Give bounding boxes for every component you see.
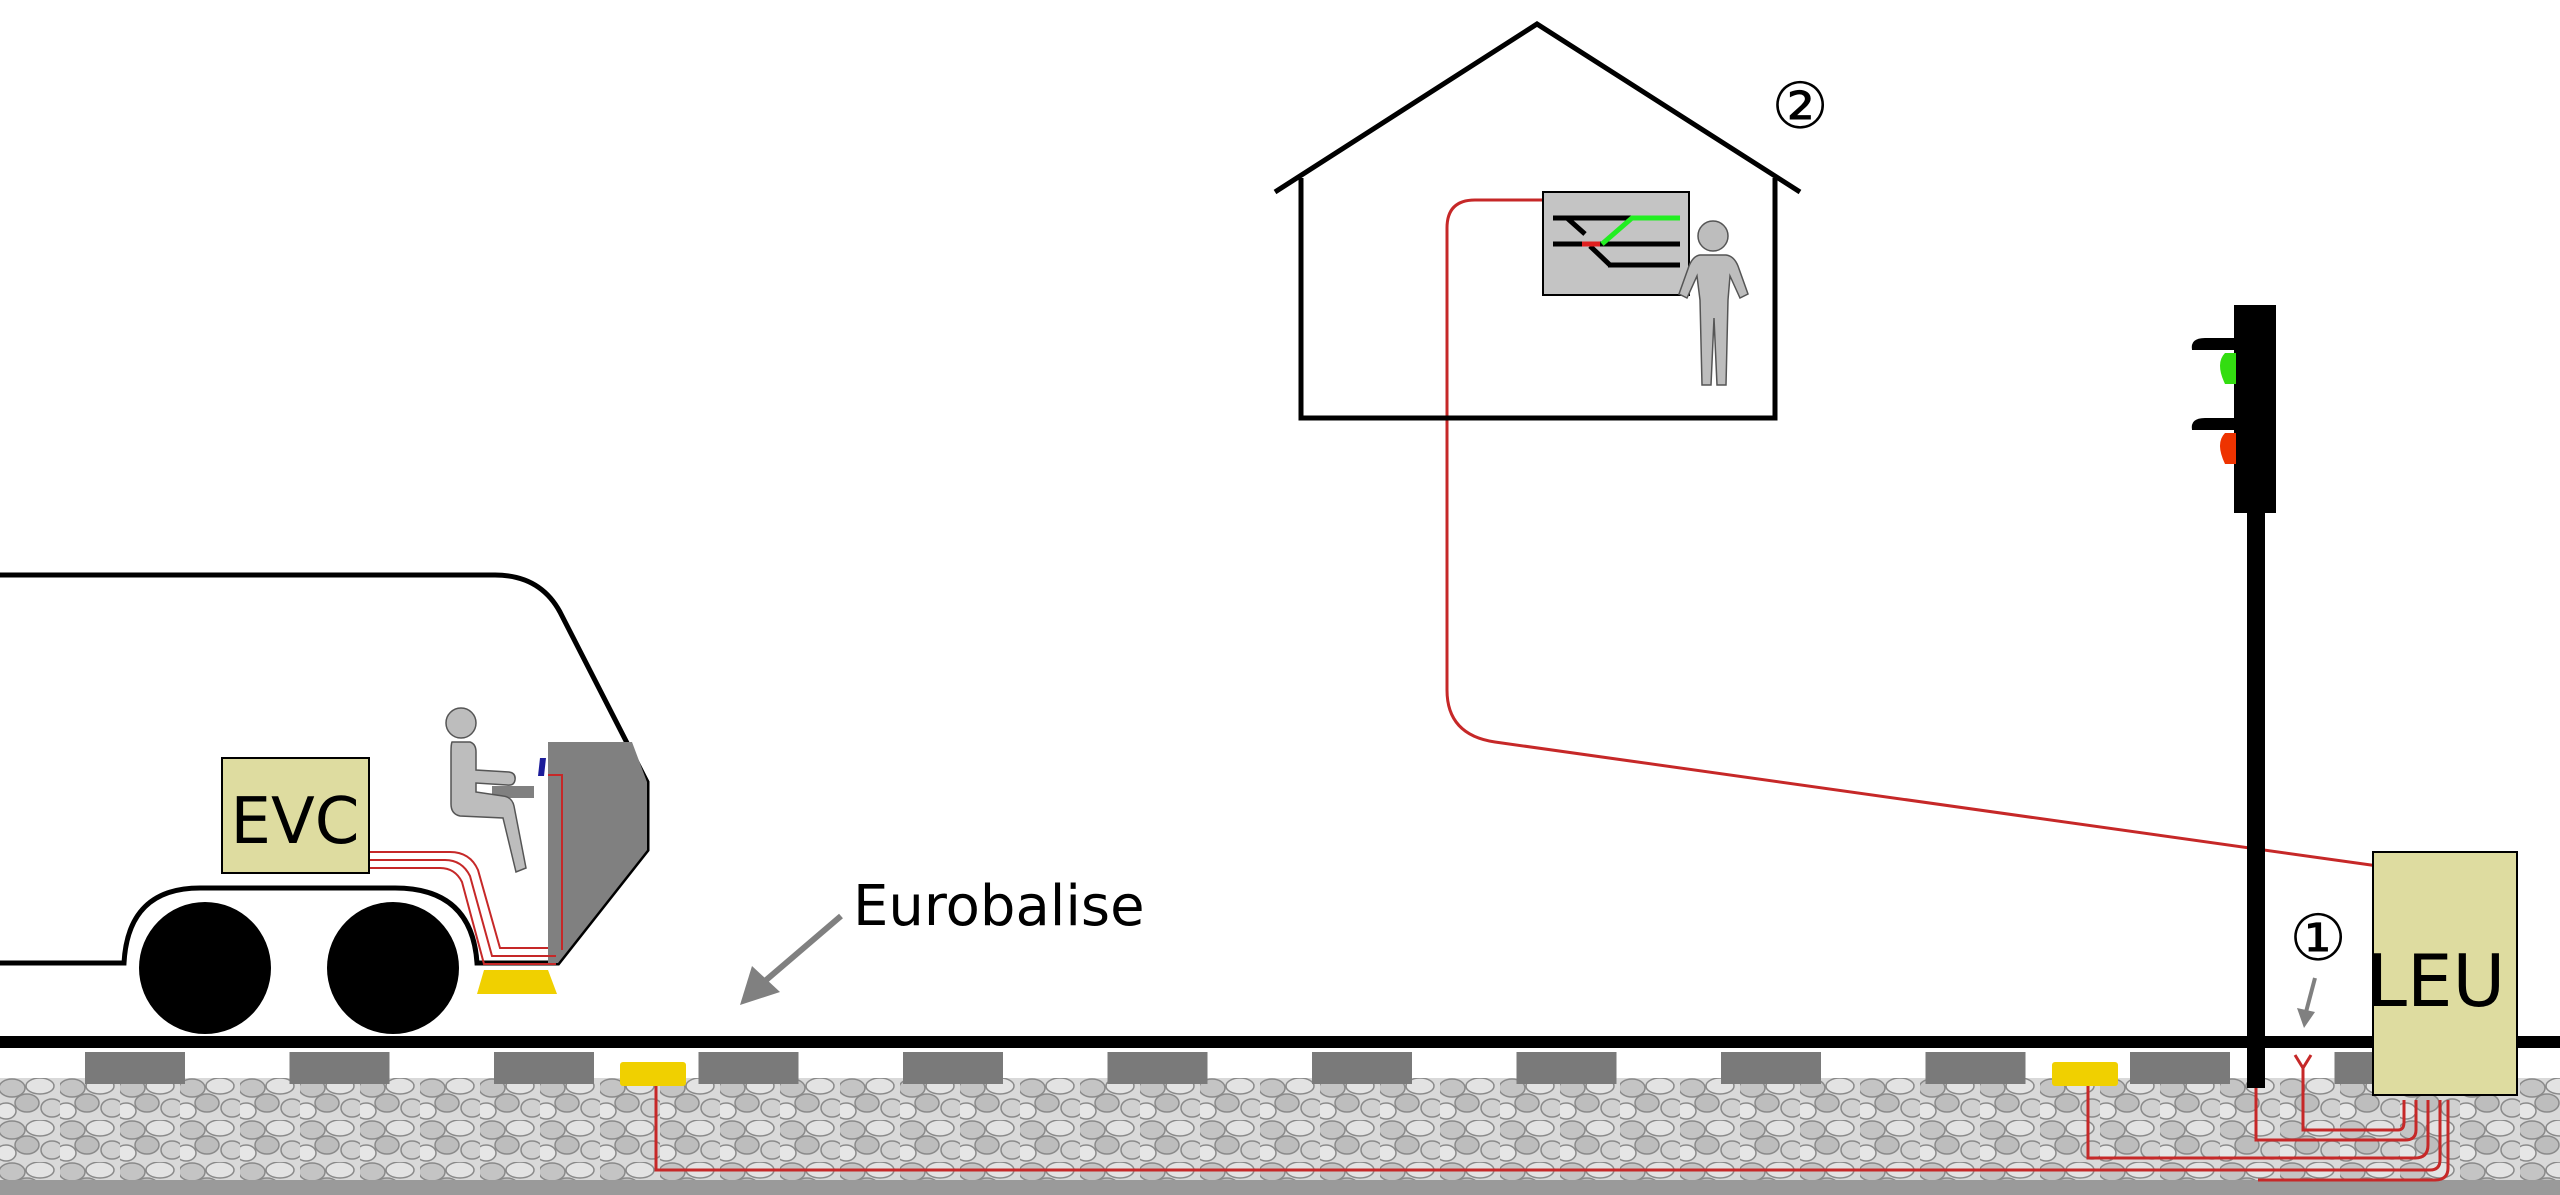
signal-red-lamp [2220,433,2236,464]
traffic-signal-icon [2191,305,2276,1088]
sleeper [903,1052,1003,1084]
cable-balise-right [2086,1086,2430,1160]
sleeper [1107,1052,1208,1084]
house-roof [1273,21,1802,195]
sleeper [2130,1052,2230,1084]
sleeper [85,1052,185,1084]
eurobalise-track-right [2052,1062,2118,1086]
marker-2: ② [1771,70,1828,144]
sleeper [1721,1052,1821,1084]
cable-leu-extra [2258,1100,2450,1182]
sleeper [1312,1052,1412,1084]
marker-1-label: ① [2289,902,2346,976]
marker-1-arrow-icon [2304,977,2317,1013]
eurobalise-arrow-icon [763,913,843,984]
rail [0,1036,2560,1048]
wheel-front [139,902,271,1034]
leu-label: LEU [2367,939,2505,1023]
eurobalise-label: Eurobalise [853,874,1145,939]
evc-box: EVC [221,757,370,874]
marker-1: ① [2289,902,2347,1028]
interlocking-panel-icon [1542,191,1690,296]
train-cables [370,774,563,965]
ballast [0,1078,2560,1195]
cable-balise-left [654,1086,2442,1172]
cable-house-to-leu [1445,198,2379,868]
signal-head [2234,305,2276,513]
evc-label: EVC [231,785,360,859]
driver-console [492,786,534,798]
lineside-connector [2293,1054,2313,1085]
train-nose [548,742,647,963]
cable-signal [2254,1085,2418,1142]
sleeper [1516,1052,1617,1084]
leu-box: LEU [2367,851,2518,1096]
signal-mast [2247,440,2265,1088]
house-walls [1298,178,1778,421]
cable-lineside [2301,1085,2406,1132]
sleeper [698,1052,799,1084]
sleeper [494,1052,594,1084]
train-antenna-balise [477,970,557,994]
eurobalise-callout: Eurobalise [740,874,1145,1005]
sleeper [289,1052,390,1084]
marker-2-label: ② [1771,70,1828,144]
signal-box-house [1273,21,1802,421]
cables [654,198,2450,1182]
signal-green-lamp [2220,353,2236,384]
seated-person-icon [445,707,546,874]
sleepers [85,1052,2435,1084]
sleeper [1925,1052,2026,1084]
driver-controller [538,758,546,776]
wheel-rear [327,902,459,1034]
eurobalise-track-left [620,1062,686,1086]
standing-person-icon [1678,220,1749,386]
